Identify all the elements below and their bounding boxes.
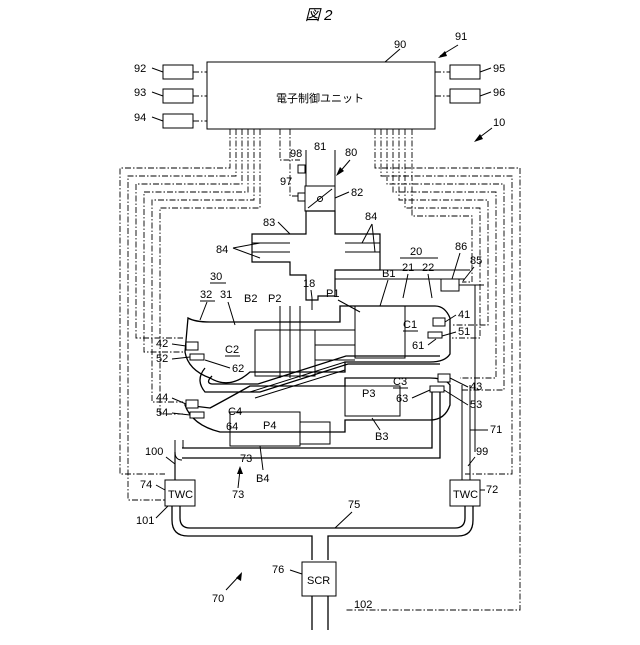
label-P4: P4 xyxy=(263,420,276,432)
ref-54: 54 xyxy=(156,407,168,419)
ref-53: 53 xyxy=(470,399,482,411)
label-B3: B3 xyxy=(375,431,388,443)
ref-82: 82 xyxy=(351,187,363,199)
figure-title: 図 2 xyxy=(305,7,333,24)
ref-18: 18 xyxy=(303,278,315,290)
ref-71: 71 xyxy=(490,424,502,436)
ref-102: 102 xyxy=(354,599,372,611)
label-C3: C3 xyxy=(393,376,407,388)
exhaust-pipe xyxy=(165,356,480,630)
ref-74: 74 xyxy=(140,479,152,491)
ref-97: 97 xyxy=(280,176,292,188)
ref-22: 22 xyxy=(422,262,434,274)
ref-92: 92 xyxy=(134,63,146,75)
intake-throttle xyxy=(298,150,335,211)
sensor-boxes-right xyxy=(435,65,491,103)
ref-64: 64 xyxy=(226,421,238,433)
ref-76: 76 xyxy=(272,564,284,576)
ref-90: 90 xyxy=(394,39,406,51)
ref-100: 100 xyxy=(145,446,163,458)
ref-30: 30 xyxy=(210,271,222,283)
ref-51: 51 xyxy=(458,326,470,338)
ref-31: 31 xyxy=(220,289,232,301)
label-B4: B4 xyxy=(256,473,269,485)
ref-86: 86 xyxy=(455,241,467,253)
ecu-label: 電子制御ユニット xyxy=(276,91,364,105)
ref-83: 83 xyxy=(263,217,275,229)
label-B2: B2 xyxy=(244,293,257,305)
ref-84-left: 84 xyxy=(216,244,228,256)
ref-96: 96 xyxy=(493,87,505,99)
ref-73-b: 73 xyxy=(240,453,252,465)
ref-84-top: 84 xyxy=(365,211,377,223)
ref-32: 32 xyxy=(200,289,212,301)
scr-label: SCR xyxy=(307,575,330,587)
ref-91: 91 xyxy=(455,31,467,43)
ref-41: 41 xyxy=(458,309,470,321)
label-B1: B1 xyxy=(382,268,395,280)
ref-70: 70 xyxy=(212,593,224,605)
ref-44: 44 xyxy=(156,392,168,404)
ref-85: 85 xyxy=(470,255,482,267)
ref-62: 62 xyxy=(232,363,244,375)
ref-61: 61 xyxy=(412,340,424,352)
label-P3: P3 xyxy=(362,388,375,400)
ref-98: 98 xyxy=(290,148,302,160)
label-P1: P1 xyxy=(326,288,339,300)
ref-99: 99 xyxy=(476,446,488,458)
label-P2: P2 xyxy=(268,293,281,305)
ref-95: 95 xyxy=(493,63,505,75)
label-C2: C2 xyxy=(225,344,239,356)
intake-manifold xyxy=(252,211,470,300)
twc-right-label: TWC xyxy=(453,489,478,501)
ref-93: 93 xyxy=(134,87,146,99)
injectors xyxy=(186,318,450,418)
ref-81: 81 xyxy=(314,141,326,153)
sensor-86 xyxy=(441,279,459,291)
ref-43: 43 xyxy=(470,381,482,393)
ref-80: 80 xyxy=(345,147,357,159)
ref-73: 73 xyxy=(232,489,244,501)
sensor-boxes-left xyxy=(152,65,207,128)
ref-42: 42 xyxy=(156,338,168,350)
ref-21: 21 xyxy=(402,262,414,274)
label-C1: C1 xyxy=(403,319,417,331)
ref-75: 75 xyxy=(348,499,360,511)
twc-left-label: TWC xyxy=(168,489,193,501)
ref-94: 94 xyxy=(134,112,146,124)
ref-101: 101 xyxy=(136,515,154,527)
ref-63: 63 xyxy=(396,393,408,405)
ref-10: 10 xyxy=(493,117,505,129)
ref-52: 52 xyxy=(156,353,168,365)
label-C4: C4 xyxy=(228,406,242,418)
ref-72: 72 xyxy=(486,484,498,496)
ref-20: 20 xyxy=(410,246,422,258)
